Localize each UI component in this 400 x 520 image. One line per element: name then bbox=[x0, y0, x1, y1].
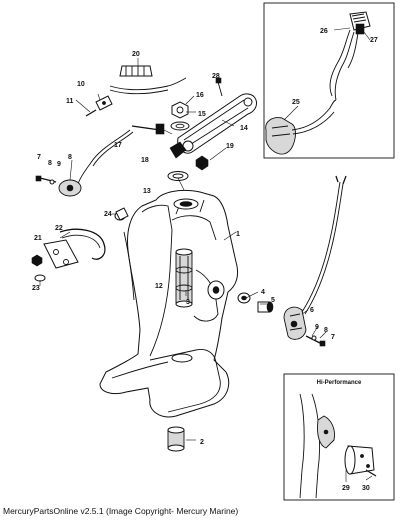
label-7-left: 7 bbox=[37, 154, 41, 161]
leader-lines bbox=[39, 27, 373, 482]
label-7-right: 7 bbox=[331, 334, 335, 341]
label-29: 29 bbox=[342, 485, 350, 492]
cable-and-clips bbox=[35, 65, 189, 197]
inset-trim-sender bbox=[263, 2, 395, 159]
label-16: 16 bbox=[196, 92, 204, 99]
right-sender-group bbox=[237, 175, 347, 347]
bushing bbox=[167, 426, 185, 452]
label-2: 2 bbox=[200, 439, 204, 446]
label-28: 28 bbox=[212, 73, 220, 80]
label-1: 1 bbox=[236, 231, 240, 238]
label-11: 11 bbox=[66, 98, 74, 105]
label-12: 12 bbox=[155, 283, 163, 290]
label-27: 27 bbox=[370, 37, 378, 44]
label-3: 3 bbox=[186, 299, 190, 306]
label-4: 4 bbox=[261, 289, 265, 296]
hi-performance-title: Hi-Performance bbox=[317, 380, 362, 386]
label-13: 13 bbox=[143, 188, 151, 195]
label-21: 21 bbox=[34, 235, 42, 242]
label-24: 24 bbox=[104, 211, 112, 218]
label-6: 6 bbox=[310, 307, 314, 314]
label-8-right: 8 bbox=[324, 327, 328, 334]
label-15: 15 bbox=[198, 111, 206, 118]
label-23: 23 bbox=[32, 285, 40, 292]
label-8-left: 8 bbox=[48, 160, 52, 167]
label-14: 14 bbox=[240, 125, 248, 132]
label-26: 26 bbox=[320, 28, 328, 35]
label-9-right: 9 bbox=[315, 324, 319, 331]
label-30: 30 bbox=[362, 485, 370, 492]
label-5: 5 bbox=[271, 297, 275, 304]
tiller-arm-assembly bbox=[131, 77, 257, 171]
u-bolt-group bbox=[31, 211, 126, 282]
label-19: 19 bbox=[226, 143, 234, 150]
part-labels: 1 2 3 4 5 6 7 7 8 8 8 9 9 10 11 12 13 14… bbox=[32, 28, 378, 492]
swivel-bracket bbox=[99, 189, 239, 418]
label-10: 10 bbox=[77, 81, 85, 88]
label-22: 22 bbox=[55, 225, 63, 232]
label-18: 18 bbox=[141, 157, 149, 164]
pivot-pin bbox=[175, 248, 193, 308]
label-20: 20 bbox=[132, 51, 140, 58]
label-9-left: 9 bbox=[57, 161, 61, 168]
label-17: 17 bbox=[114, 142, 122, 149]
copyright-caption: MercuryPartsOnline v2.5.1 (Image Copyrig… bbox=[3, 506, 238, 516]
label-25: 25 bbox=[292, 99, 300, 106]
label-8-mid: 8 bbox=[68, 154, 72, 161]
inset-hi-performance bbox=[283, 373, 395, 501]
